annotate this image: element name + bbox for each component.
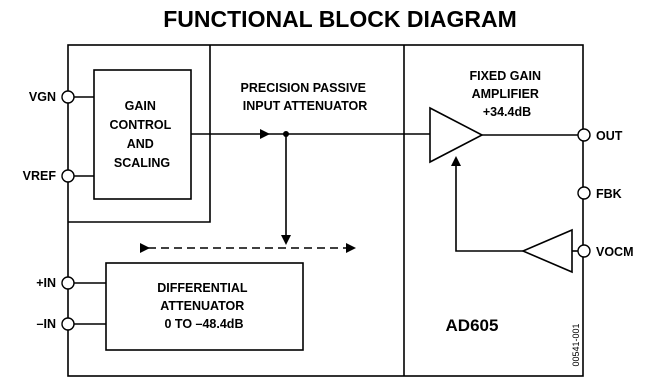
part-number: AD605 <box>446 316 499 335</box>
pin-plus-in <box>61 276 75 290</box>
pin-fbk-label: FBK <box>596 187 622 201</box>
vocm-buffer <box>520 228 573 274</box>
amplifier-label: FIXED GAIN AMPLIFIER +34.4dB <box>469 69 544 119</box>
pin-vocm <box>577 244 591 258</box>
pin-vgn <box>61 90 75 104</box>
pin-minus-in <box>61 317 75 331</box>
differential-attenuator-label: DIFFERENTIAL ATTENUATOR 0 TO –48.4dB <box>157 281 251 331</box>
feedback-line <box>451 156 523 252</box>
pin-out-label: OUT <box>596 129 623 143</box>
pin-minus-in-label: –IN <box>37 317 56 331</box>
pin-plus-in-label: +IN <box>36 276 56 290</box>
differential-attenuator-box <box>105 262 304 351</box>
figure-code: 00541-001 <box>571 323 581 366</box>
pin-vref-label: VREF <box>23 169 57 183</box>
gain-control-frame <box>68 45 211 223</box>
pin-vgn-label: VGN <box>29 90 56 104</box>
pin-out <box>577 128 591 142</box>
diagram-title: FUNCTIONAL BLOCK DIAGRAM <box>163 6 517 32</box>
fixed-gain-amplifier <box>429 106 484 164</box>
pin-vref <box>61 169 75 183</box>
chip-outline <box>67 44 584 377</box>
pin-vocm-label: VOCM <box>596 245 634 259</box>
gain-control-box <box>93 69 192 200</box>
pin-fbk <box>577 186 591 200</box>
gain-control-label: GAIN CONTROL AND SCALING <box>109 99 174 170</box>
input-attenuator-label: PRECISION PASSIVE INPUT ATTENUATOR <box>241 81 370 113</box>
